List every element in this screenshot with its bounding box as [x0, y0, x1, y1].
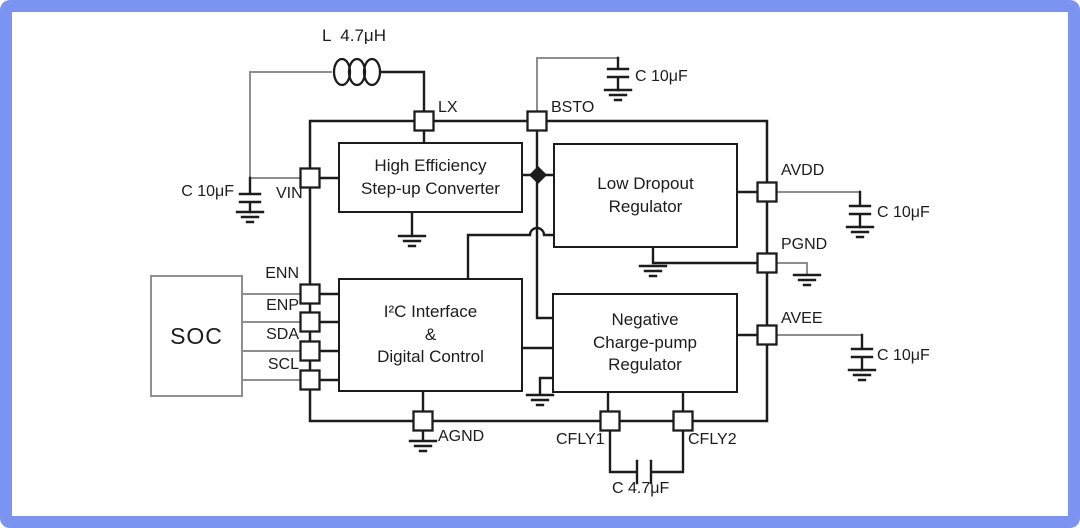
pin-label-agnd: AGND [438, 428, 485, 445]
cap-flying-label: C 4.7μF [612, 480, 670, 497]
wire-inductor-lx [379, 70, 426, 113]
ground-cap-input [235, 210, 265, 224]
ground-stepup [397, 234, 427, 248]
pin-label-lx: LX [438, 99, 458, 116]
external-wires [242, 57, 863, 381]
inductor-label: L 4.7μH [322, 26, 386, 45]
wire-pins-i2c [318, 292, 340, 382]
cap-avdd-label: C 10μF [877, 204, 930, 221]
soc-block: SOC [150, 275, 243, 397]
capacitor-avdd [848, 190, 872, 229]
ground-symbols [235, 88, 877, 453]
pin-agnd [412, 410, 434, 432]
pin-cfly1 [599, 410, 621, 432]
stepup-converter-block: High Efficiency Step-up Converter [338, 142, 523, 213]
pin-label-enn: ENN [265, 265, 299, 282]
pin-bsto [526, 110, 548, 132]
ground-agnd [408, 429, 438, 453]
pin-label-enp: ENP [266, 297, 299, 314]
ldo-regulator-label: Low Dropout Regulator [597, 174, 694, 216]
ground-chargepump [525, 393, 555, 407]
cap-input-label: C 10μF [181, 183, 234, 200]
ground-cap-avee [847, 368, 877, 382]
pin-label-bsto: BSTO [551, 99, 595, 116]
pin-label-avee: AVEE [781, 310, 823, 327]
pin-cfly2 [672, 410, 694, 432]
ground-pgnd-ext [792, 273, 822, 287]
stepup-converter-label: High Efficiency Step-up Converter [361, 156, 500, 198]
i2c-digital-control-block: I²C Interface & Digital Control [338, 278, 523, 392]
pin-scl [299, 369, 321, 391]
charge-pump-block: Negative Charge-pump Regulator [552, 293, 738, 393]
pin-label-avdd: AVDD [781, 162, 825, 179]
pin-label-sda: SDA [266, 326, 299, 343]
pin-avdd [756, 181, 778, 203]
wire-vin-input [249, 71, 332, 179]
pin-pgnd [756, 252, 778, 274]
wire-i2c-ldo-hop [466, 226, 555, 280]
pin-vin [299, 167, 321, 189]
capacitor-input [238, 176, 262, 214]
pin-label-cfly1: CFLY1 [556, 431, 605, 448]
ground-ldo [638, 264, 668, 278]
pin-enp [299, 311, 321, 333]
charge-pump-label: Negative Charge-pump Regulator [593, 310, 697, 375]
pin-sda [299, 340, 321, 362]
capacitor-avee [850, 333, 874, 372]
wire-ldo-pgnd [651, 246, 759, 265]
pin-avee [756, 324, 778, 346]
wire-pgnd-ground [776, 262, 808, 275]
ldo-regulator-block: Low Dropout Regulator [553, 143, 738, 248]
wire-soc-bus [242, 293, 302, 381]
ground-cap-bsto [603, 88, 633, 102]
capacitor-flying [608, 429, 685, 485]
soc-label: SOC [170, 322, 223, 349]
wire-node-chargepump [535, 181, 554, 320]
i2c-digital-control-label: I²C Interface & Digital Control [377, 302, 484, 367]
wire-chargepump-ground [538, 376, 554, 396]
junction-dot [529, 166, 547, 184]
cap-bsto-label: C 10μF [635, 68, 688, 85]
pin-label-vin: VIN [276, 185, 303, 202]
wire-bsto-cap [536, 57, 619, 112]
pin-label-pgnd: PGND [781, 236, 828, 253]
capacitor-bsto [606, 56, 630, 92]
pin-label-scl: SCL [267, 356, 299, 373]
pin-lx [413, 110, 435, 132]
ground-cap-avdd [845, 225, 875, 239]
pin-label-cfly2: CFLY2 [688, 431, 737, 448]
pin-enn [299, 283, 321, 305]
pin-boxes [299, 110, 778, 432]
inductor-symbol [332, 57, 382, 87]
cap-avee-label: C 10μF [877, 347, 930, 364]
